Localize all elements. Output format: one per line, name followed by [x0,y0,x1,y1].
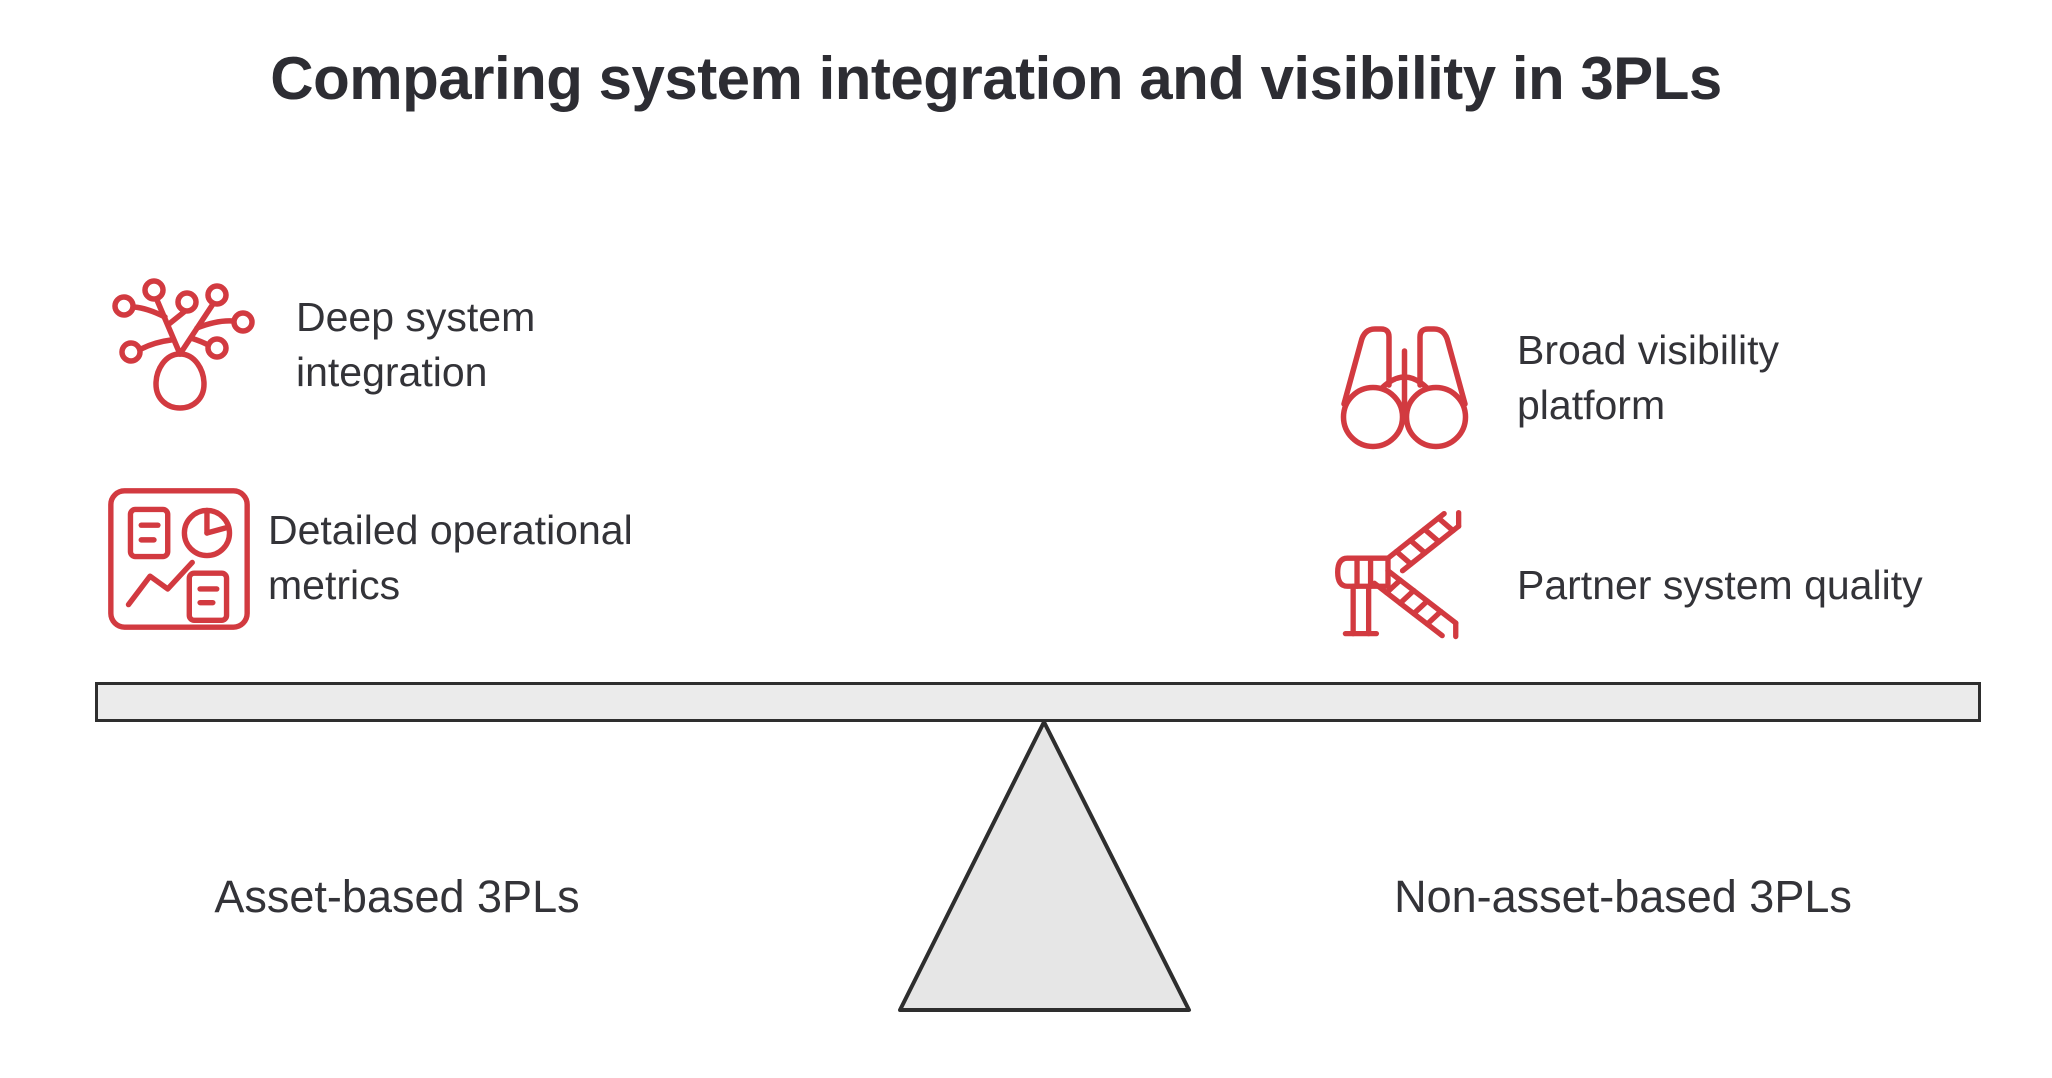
feature-partner-system-quality: Partner system quality [1517,562,1923,608]
dashboard-metrics-icon [103,483,255,635]
feature-broad-visibility-platform: Broad visibility platform [1517,327,1780,428]
label-asset-based-3pls: Asset-based 3PLs [214,871,580,922]
feature-detailed-operational-metrics: Detailed operational metrics [268,507,633,608]
page-title: Comparing system integration and visibil… [270,45,1722,112]
fulcrum-triangle [886,716,1202,1016]
feature-deep-system-integration: Deep system integration [296,294,536,395]
balance-beam [95,682,1981,722]
binoculars-icon [1332,313,1477,458]
slide-icon [1328,503,1478,653]
label-non-asset-based-3pls: Non-asset-based 3PLs [1394,871,1852,922]
network-roots-icon [103,262,258,417]
